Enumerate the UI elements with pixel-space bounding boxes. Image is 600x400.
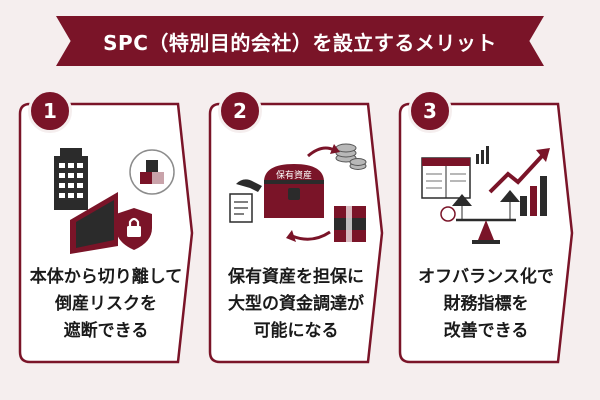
bar-chart-icon <box>476 146 489 164</box>
asset-chest-icon: 保有資産 <box>264 164 324 218</box>
card-outline <box>208 102 384 364</box>
balance-scale-icon <box>440 190 520 244</box>
number-badge: 1 <box>28 89 72 133</box>
rising-arrow-icon <box>488 148 550 194</box>
building-icon <box>54 148 88 210</box>
off-balance-illustration <box>421 146 550 244</box>
caption-line: 大型の資金調達が <box>228 294 364 314</box>
caption-line: 遮断できる <box>63 321 149 341</box>
balance-sheet-icon <box>421 157 471 199</box>
benefit-card-3: 3 <box>398 89 574 364</box>
separated-entity-icon <box>129 149 175 195</box>
caption-line: 可能になる <box>253 321 339 341</box>
financing-illustration: 保有資産 <box>229 143 367 244</box>
caption-line: 財務指標を <box>443 294 529 314</box>
shield-lock-icon <box>116 208 152 250</box>
title-banner: SPC（特別目的会社）を設立するメリット <box>56 16 544 66</box>
benefit-caption: 本体から切り離して 倒産リスクを 遮断できる <box>24 264 188 345</box>
caption-line: 本体から切り離して <box>29 267 183 287</box>
caption-line: 倒産リスクを <box>55 294 157 314</box>
cash-bundle-icon <box>334 204 366 244</box>
number-badge: 2 <box>218 89 262 133</box>
page-title: SPC（特別目的会社）を設立するメリット <box>103 30 497 55</box>
growth-bars-icon <box>520 176 547 216</box>
arrow-icon <box>291 230 331 241</box>
arrow-icon <box>307 146 335 158</box>
number-badge: 3 <box>408 89 452 133</box>
caption-line: 改善できる <box>443 321 529 341</box>
chest-label: 保有資産 <box>276 169 312 181</box>
benefit-card-2: 2 保有資産 <box>208 89 384 364</box>
benefit-card-1: 1 <box>18 89 194 364</box>
separation-illustration <box>54 148 175 254</box>
caption-line: 保有資産を担保に <box>228 267 364 287</box>
caption-line: オフバランス化で <box>418 267 554 287</box>
wall-barrier-icon <box>70 192 118 254</box>
hand-document-icon <box>229 179 262 223</box>
benefit-caption: オフバランス化で 財務指標を 改善できる <box>404 264 568 345</box>
benefit-caption: 保有資産を担保に 大型の資金調達が 可能になる <box>214 264 378 345</box>
coins-icon <box>335 143 367 170</box>
